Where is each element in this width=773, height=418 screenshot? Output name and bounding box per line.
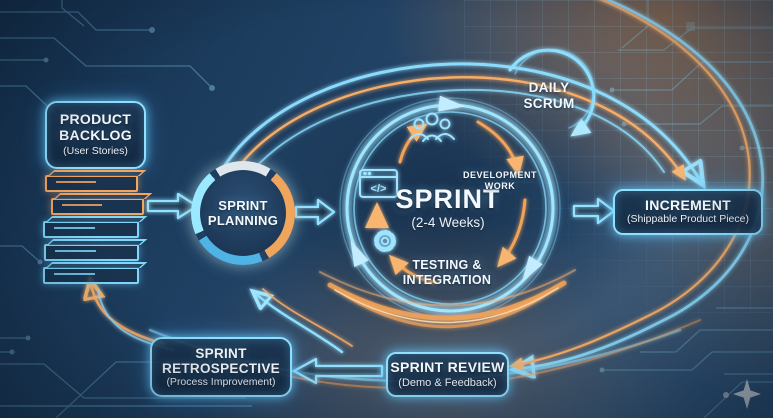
sprint-title-text: SPRINT (395, 184, 501, 214)
sprint-retrospective-line2: RETROSPECTIVE (162, 360, 280, 376)
daily-scrum-line1: DAILY (528, 80, 570, 95)
arrow-review-to-retrospective (292, 357, 384, 385)
backlog-stack (42, 175, 146, 290)
gear-icon (374, 230, 396, 252)
sprint-retrospective-line1: SPRINT (195, 345, 247, 361)
product-backlog-box: PRODUCT BACKLOG (User Stories) (45, 101, 146, 169)
team-icon (409, 112, 455, 142)
sprint-retrospective-box: SPRINT RETROSPECTIVE (Process Improvemen… (150, 337, 292, 397)
increment-box: INCREMENT (Shippable Product Piece) (613, 189, 763, 235)
sparkle-dot (723, 392, 729, 398)
product-backlog-title-line1: PRODUCT (59, 111, 132, 128)
daily-scrum-label: DAILY SCRUM (505, 80, 593, 112)
testing-integration-line1: TESTING & (412, 258, 482, 272)
development-work-line2: WORK (484, 181, 516, 192)
arrow-sprint-to-increment (572, 197, 616, 225)
testing-integration-line2: INTEGRATION (402, 273, 492, 287)
sprint-review-title: SPRINT REVIEW (390, 359, 505, 375)
sprint-planning-line1: SPRINT (218, 198, 268, 213)
arc-top-to-increment (220, 62, 700, 186)
code-window-icon (359, 169, 398, 198)
sprint-subtitle-text: (2-4 Weeks) (411, 215, 485, 230)
sprint-planning-node: SPRINT PLANNING (191, 161, 295, 265)
sprint-retrospective-subtitle: (Process Improvement) (166, 375, 276, 388)
product-backlog-subtitle: (User Stories) (63, 144, 128, 157)
development-work-label: DEVELOPMENT WORK (458, 170, 542, 193)
sprint-planning-line2: PLANNING (207, 213, 279, 228)
daily-scrum-loop-arrow (508, 48, 596, 137)
arrow-planning-to-sprint (294, 198, 336, 226)
backlog-item-bar (43, 267, 139, 284)
backlog-item-bar (51, 198, 144, 215)
backlog-item-bar (44, 244, 139, 261)
sprint-review-box: SPRINT REVIEW (Demo & Feedback) (386, 352, 509, 397)
daily-scrum-line2: SCRUM (523, 96, 575, 112)
development-work-line1: DEVELOPMENT (462, 170, 537, 180)
backlog-item-bar (45, 175, 138, 192)
testing-integration-label: TESTING & INTEGRATION (386, 258, 508, 288)
sprint-review-subtitle: (Demo & Feedback) (398, 376, 497, 389)
arc-right-to-review (512, 0, 765, 369)
block-connector-arrows (146, 192, 616, 385)
increment-subtitle: (Shippable Product Piece) (627, 213, 749, 226)
arrow-backlog-to-planning (146, 192, 199, 220)
sprint-subtitle: (2-4 Weeks) (366, 214, 530, 232)
arc-review-to-planning (256, 288, 353, 354)
sprint-cycle-ring (339, 95, 561, 319)
product-backlog-title-line2: BACKLOG (59, 127, 132, 144)
inner-cycle-arrows (365, 120, 527, 284)
sprint-planning-label: SPRINT PLANNING (200, 170, 286, 256)
code-glyph-text: </> (371, 183, 387, 195)
increment-title: INCREMENT (645, 196, 731, 213)
sprint-title: SPRINT (366, 184, 530, 215)
backlog-item-bar (43, 221, 139, 238)
